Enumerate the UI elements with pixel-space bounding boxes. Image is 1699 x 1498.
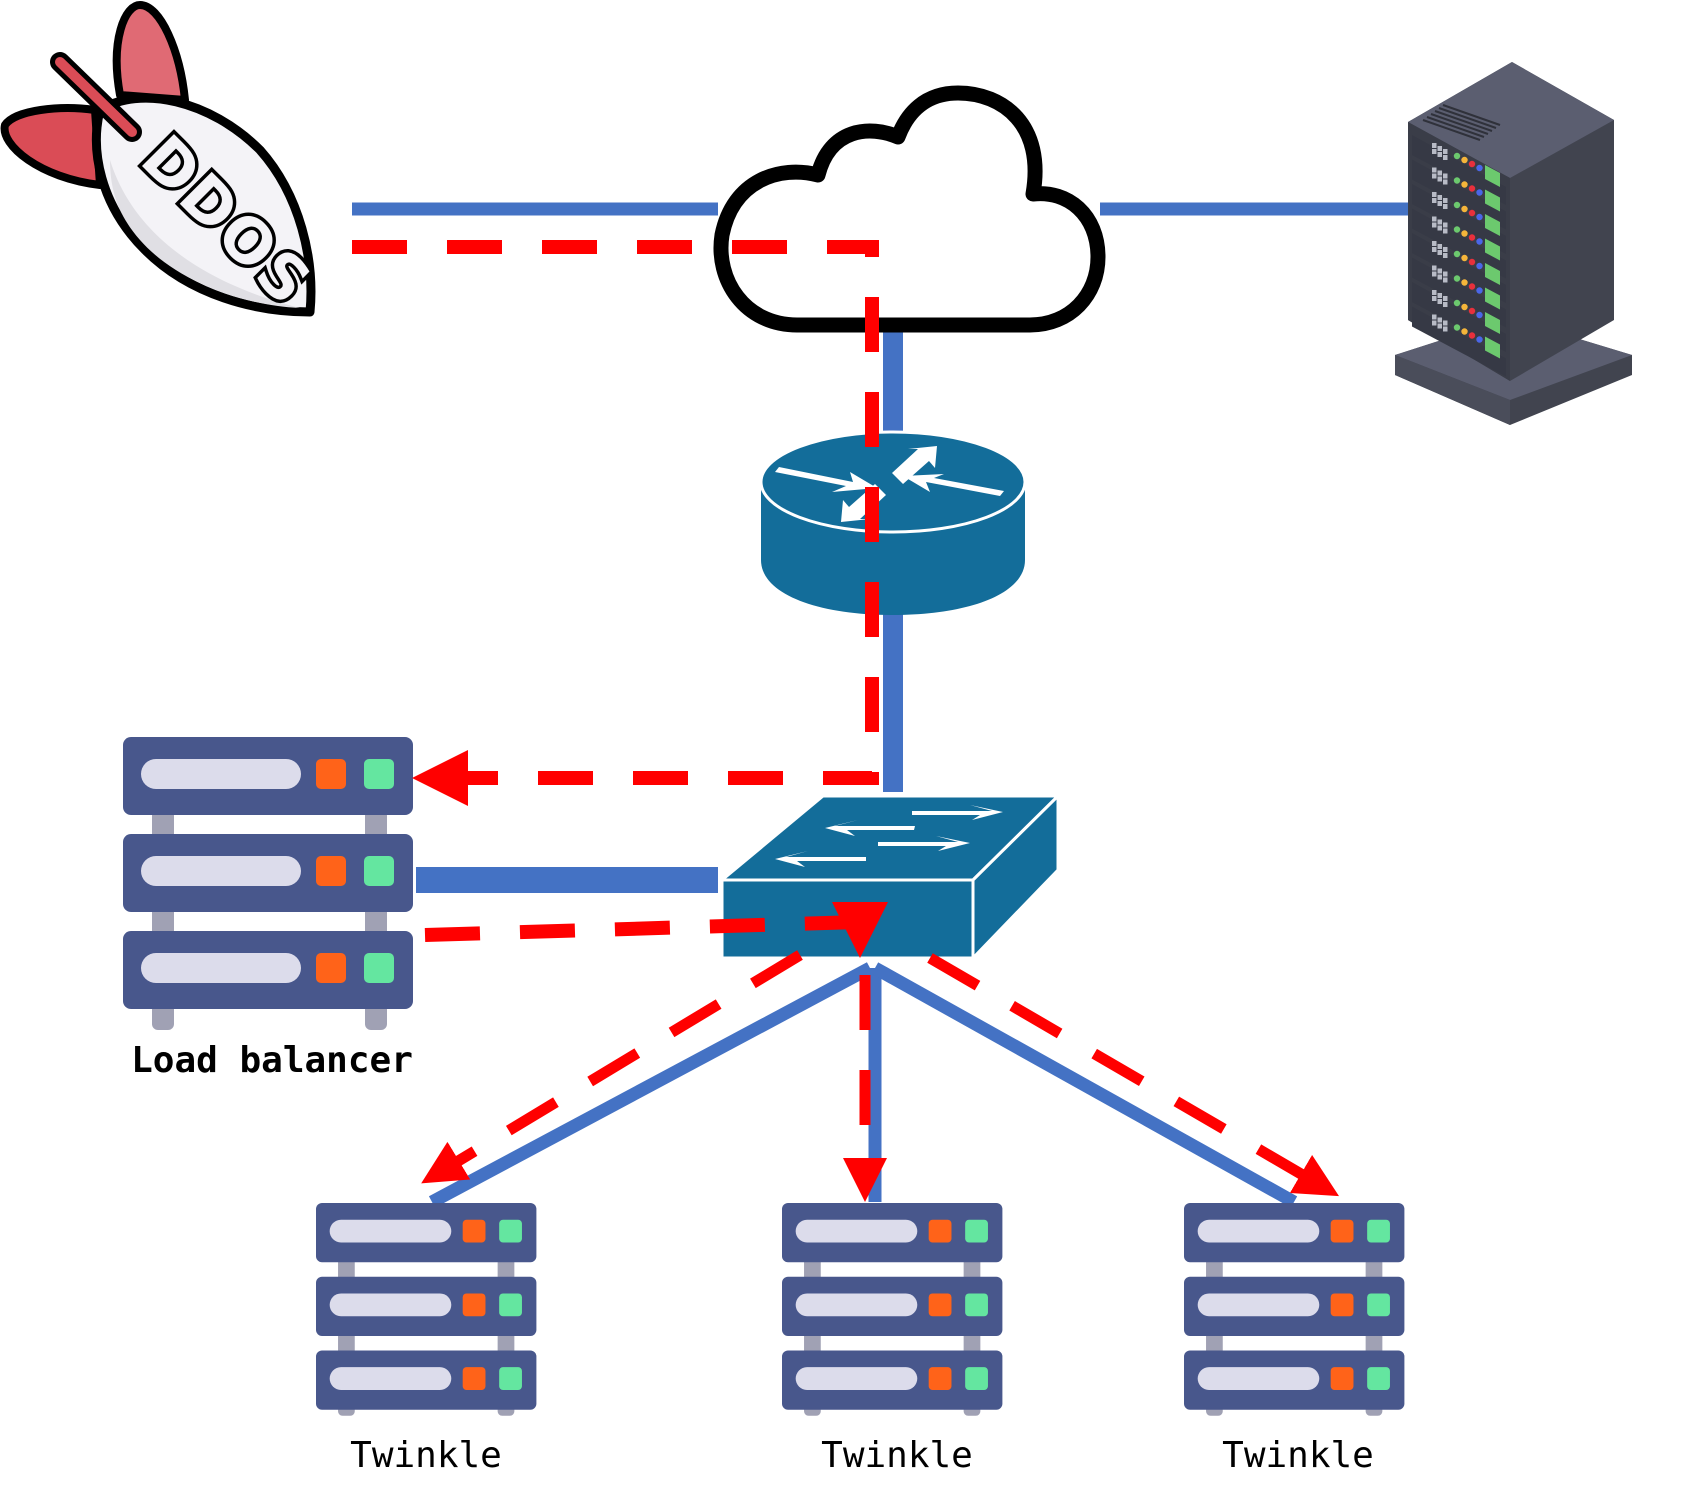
ddos-bomb-icon: DDOS DDOS (0, 1, 330, 323)
server-stack-icon (123, 737, 413, 1030)
twinkle-server-3: Twinkle (1184, 1203, 1405, 1476)
router-icon (759, 430, 1027, 615)
twinkle-server-1: Twinkle (316, 1203, 537, 1476)
twinkle-server-2: Twinkle (782, 1203, 1003, 1476)
twinkle-label-3: Twinkle (1222, 1435, 1374, 1476)
rack-slot (1412, 135, 1506, 205)
load-balancer: Load balancer (123, 737, 413, 1081)
load-balancer-label: Load balancer (131, 1040, 413, 1081)
attack-path-switch-to-twinkle-3 (927, 953, 1340, 1197)
rack-slot (1412, 233, 1506, 303)
links (352, 202, 1408, 1208)
rack-slot (1412, 184, 1506, 254)
server-rack-icon (1395, 62, 1632, 425)
server-stack-icon (316, 1203, 537, 1416)
server-stack-icon (782, 1203, 1003, 1416)
rack-slot (1412, 257, 1506, 328)
twinkle-label-1: Twinkle (350, 1435, 502, 1476)
switch-icon (717, 792, 1062, 962)
attack-path (352, 240, 1340, 1202)
attack-path-switch-to-twinkle-1 (421, 950, 803, 1184)
server-stack-icon (1184, 1203, 1405, 1416)
cloud-icon (713, 85, 1106, 333)
rack-slot (1412, 208, 1506, 279)
rack-slot (1412, 159, 1506, 230)
rack-slot (1412, 306, 1506, 377)
link-switch-twinkle-1 (428, 962, 874, 1208)
attack-path-lb-to-switch (424, 902, 888, 958)
twinkle-label-2: Twinkle (821, 1435, 973, 1476)
attack-path-attacker-to-lb (352, 240, 879, 806)
rack-slot (1412, 282, 1506, 352)
link-switch-twinkle-3 (871, 962, 1298, 1208)
